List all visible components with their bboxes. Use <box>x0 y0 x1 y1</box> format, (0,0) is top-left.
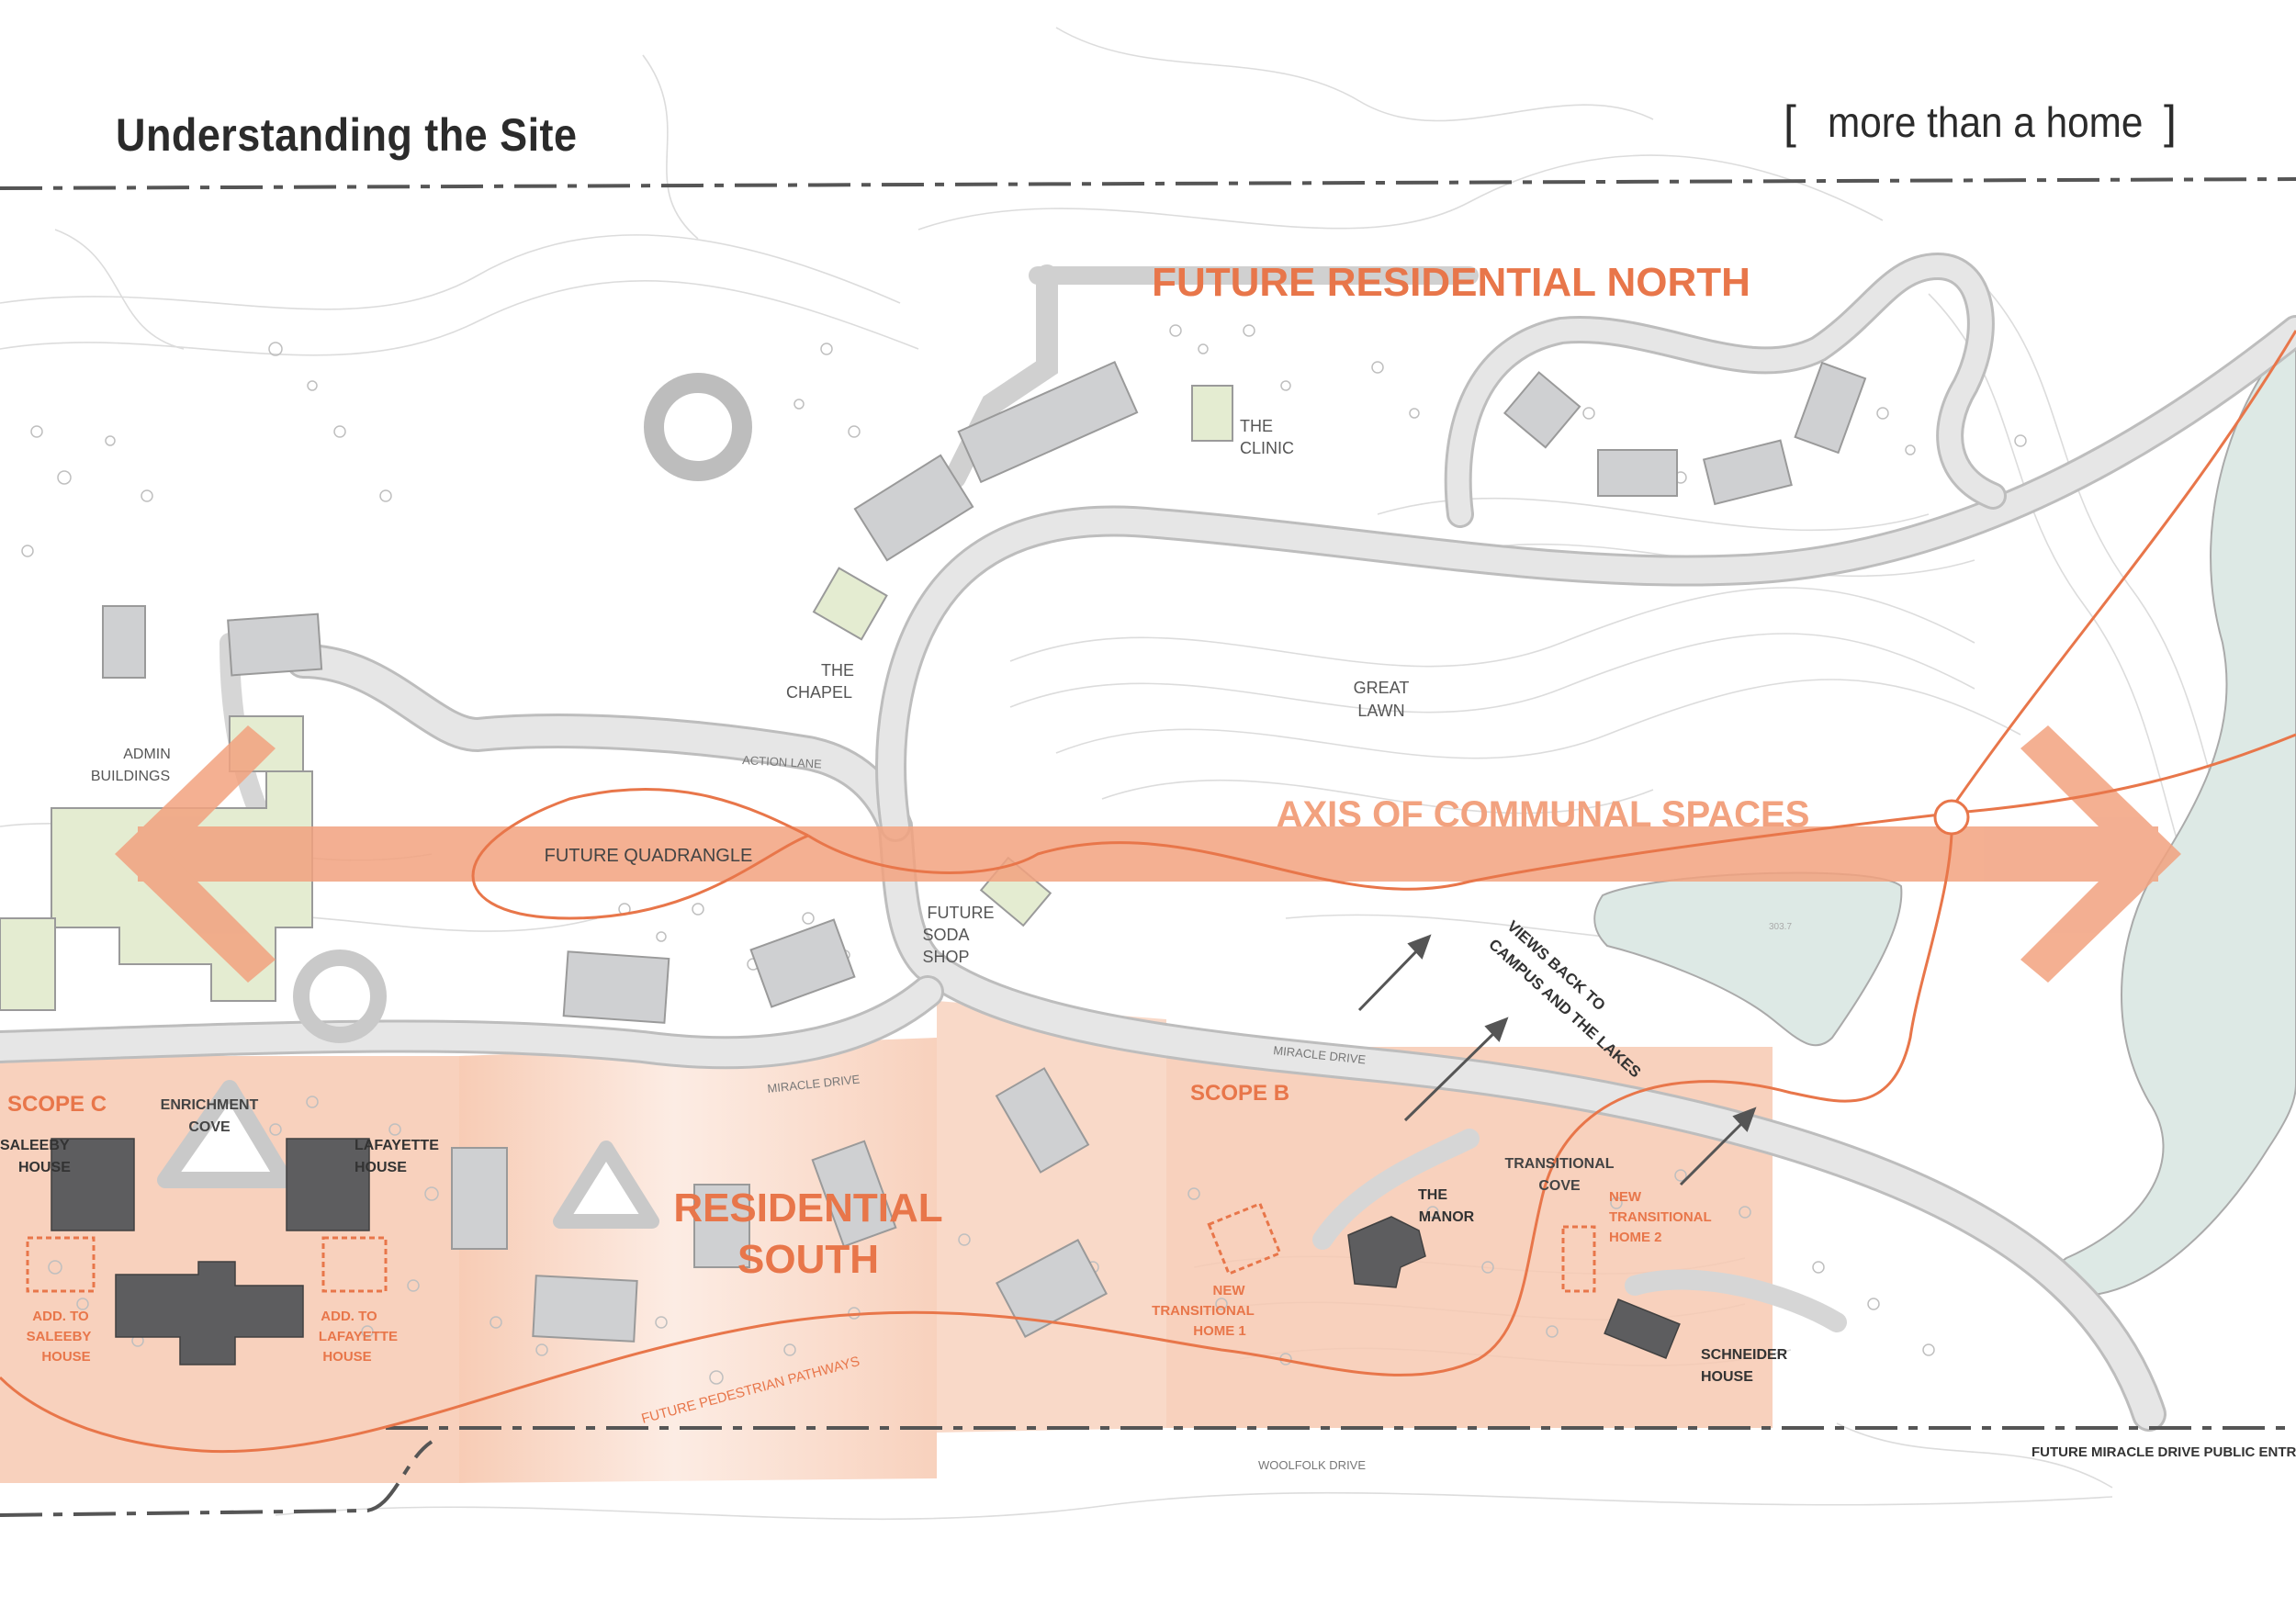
label-soda-2: SODA <box>922 926 969 944</box>
label-chapel-2: CHAPEL <box>786 683 852 702</box>
cove-triangle <box>553 1141 659 1229</box>
property-lines <box>0 177 2296 1517</box>
label-add-lafayette-3: HOUSE <box>322 1349 371 1365</box>
label-saleeby-1: SALEEBY <box>0 1138 70 1153</box>
trees <box>21 324 2027 1385</box>
label-nth1-1: NEW <box>1213 1283 1246 1298</box>
roads <box>0 252 2296 1432</box>
label-add-saleeby-1: ADD. TO <box>32 1309 89 1324</box>
label-transitional-cove-2: COVE <box>1538 1178 1581 1194</box>
label-chapel-1: THE <box>821 661 854 680</box>
label-contour-elevation: 303.7 <box>1769 922 1792 932</box>
label-saleeby-2: HOUSE <box>18 1160 71 1175</box>
axis-node <box>1933 799 1970 836</box>
dark-homes <box>51 1138 1681 1365</box>
label-transitional-cove-1: TRANSITIONAL <box>1504 1156 1614 1172</box>
label-great-lawn-1: GREAT <box>1354 679 1410 697</box>
label-manor-1: THE <box>1418 1187 1447 1203</box>
pedestrian-pathways <box>0 330 2296 1454</box>
tagline: more than a home <box>1828 98 2144 146</box>
roundabout-circle <box>293 950 387 1043</box>
label-residential-south-1: RESIDENTIAL <box>673 1186 942 1231</box>
label-add-saleeby-2: SALEEBY <box>27 1329 92 1344</box>
turnaround-circle <box>644 373 752 481</box>
tagline-bracket-close: ] <box>2164 96 2177 148</box>
label-enrichment-1: ENRICHMENT <box>161 1097 259 1113</box>
page-title: Understanding the Site <box>116 109 578 161</box>
label-add-lafayette-2: LAFAYETTE <box>319 1329 398 1344</box>
label-action-lane: ACTION LANE <box>742 753 823 771</box>
existing-buildings <box>102 361 1867 1343</box>
label-public-entrance: FUTURE MIRACLE DRIVE PUBLIC ENTRA <box>2032 1444 2296 1460</box>
label-schneider-1: SCHNEIDER <box>1701 1347 1788 1363</box>
label-scope-b: SCOPE B <box>1190 1081 1289 1106</box>
label-nth2-2: TRANSITIONAL <box>1609 1209 1712 1225</box>
label-enrichment-2: COVE <box>188 1119 231 1135</box>
label-clinic-1: THE <box>1240 417 1273 435</box>
label-admin-1: ADMIN <box>123 747 171 762</box>
label-soda-3: SHOP <box>922 948 969 966</box>
label-great-lawn-2: LAWN <box>1357 702 1404 720</box>
label-woolfolk-drive: WOOLFOLK DRIVE <box>1258 1458 1366 1472</box>
label-scope-c: SCOPE C <box>7 1092 107 1117</box>
label-schneider-2: HOUSE <box>1701 1369 1753 1385</box>
label-lafayette-1: LAFAYETTE <box>355 1138 439 1153</box>
enrichment-cove-triangle <box>157 1080 293 1188</box>
label-future-quadrangle: FUTURE QUADRANGLE <box>545 846 753 866</box>
label-admin-2: BUILDINGS <box>91 769 170 784</box>
label-add-lafayette-1: ADD. TO <box>321 1309 377 1324</box>
label-axis-communal: AXIS OF COMMUNAL SPACES <box>1277 794 1810 835</box>
label-nth1-3: HOME 1 <box>1193 1323 1246 1339</box>
label-soda-1: FUTURE <box>928 904 995 922</box>
label-residential-south-2: SOUTH <box>737 1237 879 1282</box>
tagline-bracket-open: [ <box>1784 96 1796 148</box>
label-add-saleeby-3: HOUSE <box>41 1349 90 1365</box>
view-arrows <box>1357 934 1757 1186</box>
label-future-residential-north: FUTURE RESIDENTIAL NORTH <box>1152 260 1750 305</box>
label-nth2-3: HOME 2 <box>1609 1230 1662 1245</box>
label-nth2-1: NEW <box>1609 1189 1642 1205</box>
label-manor-2: MANOR <box>1419 1209 1475 1225</box>
label-lafayette-2: HOUSE <box>355 1160 407 1175</box>
label-nth1-2: TRANSITIONAL <box>1152 1303 1255 1319</box>
label-clinic-2: CLINIC <box>1240 439 1294 457</box>
